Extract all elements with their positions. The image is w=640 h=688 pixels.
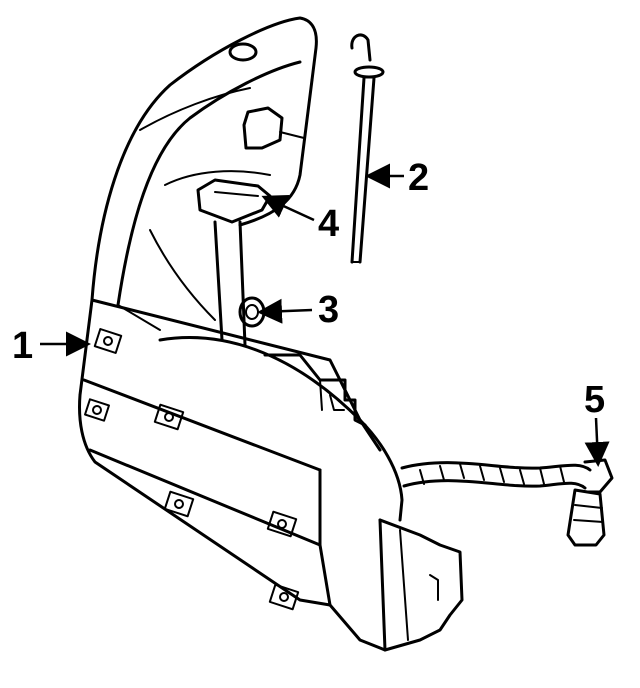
leader-5 bbox=[584, 417, 610, 467]
callout-2: 2 bbox=[408, 157, 429, 199]
callout-1: 1 bbox=[12, 325, 33, 367]
leader-4 bbox=[261, 194, 315, 222]
callout-3: 3 bbox=[318, 289, 339, 331]
mounting-pin bbox=[350, 33, 385, 264]
bulb-socket bbox=[566, 458, 614, 547]
callout-4: 4 bbox=[318, 203, 339, 245]
adjuster-bracket bbox=[196, 178, 272, 347]
wiring-harness bbox=[400, 461, 592, 490]
leader-lines bbox=[40, 163, 610, 467]
callout-5: 5 bbox=[584, 379, 605, 421]
headlamp-housing bbox=[78, 16, 464, 652]
leader-3 bbox=[257, 298, 313, 324]
